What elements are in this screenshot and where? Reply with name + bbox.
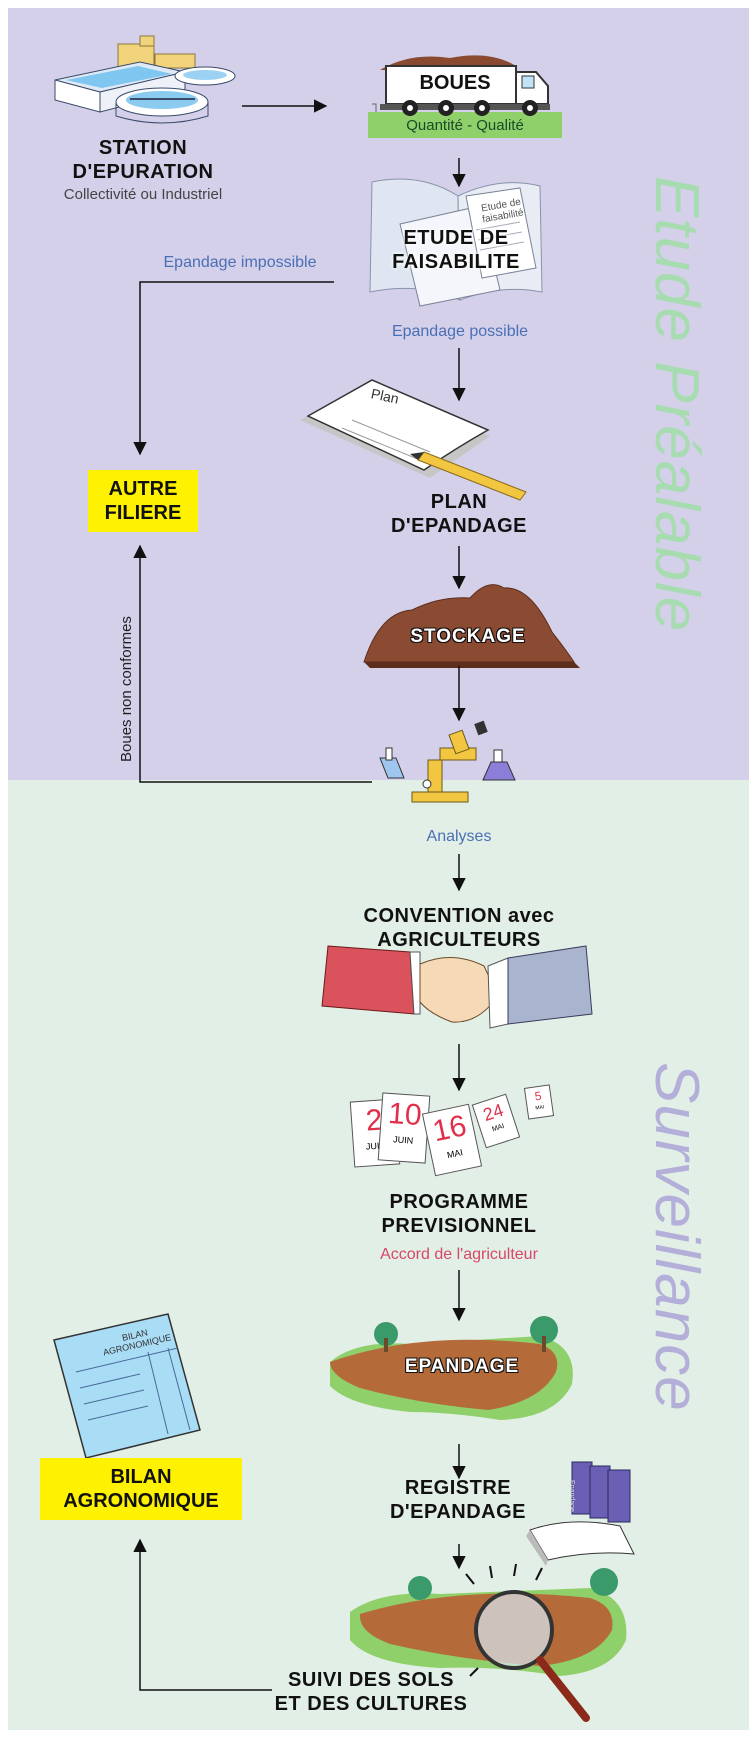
registre-book-label: Epandage xyxy=(568,1480,575,1512)
programme-title-line2: PREVISIONNEL xyxy=(381,1215,537,1237)
station-subtitle: Collectivité ou Industriel xyxy=(63,186,223,203)
analyses-label: Analyses xyxy=(426,828,492,845)
magnifier-rays xyxy=(465,1563,543,1677)
boues-label: BOUES xyxy=(419,72,491,94)
bilan-agronomique-box: BILAN AGRONOMIQUE xyxy=(40,1458,242,1520)
flow-arrows xyxy=(133,99,466,1691)
convention-title: CONVENTION avec AGRICULTEURS xyxy=(320,904,598,952)
etude-prealable-label: Etude Préalable xyxy=(642,176,711,633)
plan-title-line2: D'EPANDAGE xyxy=(390,515,528,537)
registre-title-line2: D'EPANDAGE xyxy=(389,1501,527,1523)
analyses-lab-icon xyxy=(379,720,516,803)
programme-title: PROGRAMME PREVISIONNEL xyxy=(340,1190,578,1238)
epandage-label: EPANDAGE xyxy=(404,1356,520,1377)
station-title-line2: D'EPURATION xyxy=(72,161,214,183)
autre-filiere-line1: AUTRE xyxy=(108,478,178,500)
programme-title-line1: PROGRAMME xyxy=(389,1191,529,1213)
stockage-label: STOCKAGE xyxy=(410,626,526,647)
etude-faisabilite-icon xyxy=(369,178,543,307)
station-title: STATION D'EPURATION xyxy=(40,136,246,184)
stockage-pile-icon xyxy=(363,584,580,668)
suivi-title-line2: ET DES CULTURES xyxy=(274,1693,468,1715)
etude-title-line2: FAISABILITE xyxy=(392,251,520,273)
plan-document-icon xyxy=(300,379,527,501)
suivi-field-icon xyxy=(350,1568,627,1722)
surveillance-section xyxy=(8,780,749,1730)
registre-books-icon xyxy=(526,1461,635,1566)
suivi-title-line1: SUIVI DES SOLS xyxy=(288,1669,454,1691)
plan-title-line1: PLAN xyxy=(430,491,488,513)
station-epuration-icon xyxy=(54,35,236,124)
boues-non-conformes-label: Boues non conformes xyxy=(118,616,135,762)
calendar-page: 10 JUIN xyxy=(377,1092,431,1164)
handshake-icon xyxy=(321,945,593,1029)
calendar-page: 16 MAI xyxy=(421,1103,483,1177)
bilan-line2: AGRONOMIQUE xyxy=(63,1490,219,1512)
convention-title-line1: CONVENTION avec xyxy=(363,905,555,927)
epandage-impossible-label: Epandage impossible xyxy=(163,254,317,271)
registre-title-line1: REGISTRE xyxy=(404,1477,512,1499)
autre-filiere-box: AUTRE FILIERE xyxy=(88,470,198,532)
calendar-page: 5 MAI xyxy=(523,1084,555,1120)
epandage-possible-label: Epandage possible xyxy=(391,323,529,340)
boues-subtitle: Quantité - Qualité xyxy=(406,117,524,134)
convention-title-line2: AGRICULTEURS xyxy=(377,929,541,951)
bilan-line1: BILAN xyxy=(110,1466,172,1488)
programme-subtitle: Accord de l'agriculteur xyxy=(380,1246,538,1263)
epandage-field-icon xyxy=(330,1316,573,1420)
station-title-line1: STATION xyxy=(98,137,188,159)
etude-title: ETUDE DE FAISABILITE xyxy=(370,226,542,274)
calendar-page: 24 MAI xyxy=(471,1093,521,1149)
autre-filiere-line2: FILIERE xyxy=(104,502,182,524)
bilan-agronomique-document-icon xyxy=(53,1313,201,1459)
registre-title: REGISTRE D'EPANDAGE xyxy=(360,1476,556,1524)
etude-title-line1: ETUDE DE xyxy=(403,227,509,249)
surveillance-label: Surveillance xyxy=(642,1062,711,1412)
suivi-title: SUIVI DES SOLS ET DES CULTURES xyxy=(256,1668,486,1716)
boues-truck-icon xyxy=(368,55,562,138)
plan-title: PLAN D'EPANDAGE xyxy=(360,490,558,538)
calendar-pages: 2 JUIN 10 JUIN 16 MAI 24 MAI 5 MAI xyxy=(349,1084,560,1180)
